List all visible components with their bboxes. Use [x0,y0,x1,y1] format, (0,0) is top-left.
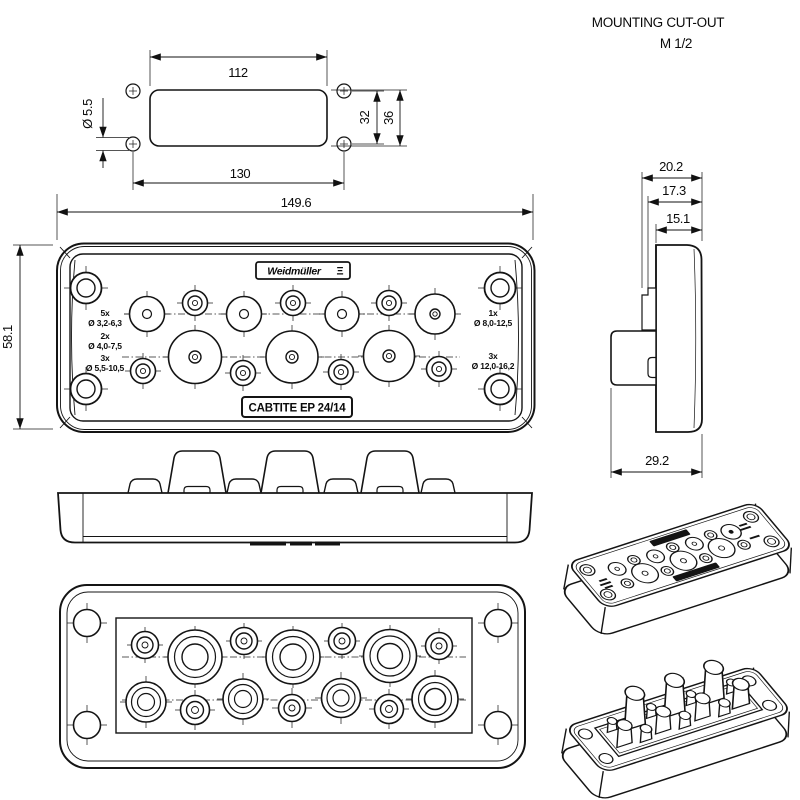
side-upper-step [641,287,656,331]
back-grommets-top [127,623,457,688]
product-name: CABTITE EP 24/14 [249,403,347,415]
title-block: MOUNTING CUT-OUT M 1/2 [592,15,725,51]
spec-count: 2x [100,331,110,341]
spec-count: 3x [100,353,110,363]
spec-range: Ø 3,2-6,3 [88,318,122,328]
page-subtitle: M 1/2 [660,36,692,51]
front-shell-inner-line [60,246,532,430]
back-mount-holes [67,603,518,745]
cutout-slot [149,89,328,147]
front-entry-holes-top [124,285,461,340]
iso-back-view [561,659,791,799]
dim-depth-outer: 20.2 [659,159,683,174]
spec-count: 1x [488,308,498,318]
brand-text: Weidmüller [267,266,322,278]
dim-slot-width: 112 [228,65,248,80]
edge-label-marks [250,541,340,546]
back-outer-shell [59,584,526,769]
dim-149-6: 149.6 [56,194,534,240]
side-plate-body [655,244,703,433]
side-flange [610,330,656,386]
front-entry-holes-bottom [125,325,457,391]
dim-17-3: 17.3 [648,183,702,206]
spec-range: Ø 8,0-12,5 [474,318,513,328]
product-label: CABTITE EP 24/14 [241,396,353,418]
front-face-plate [69,253,523,422]
brand-logo: Weidmüller Ξ [255,261,351,280]
front-view: 149.6 58.1 [0,194,536,433]
dim-depth-total: 29.2 [645,453,669,468]
spec-range: Ø 4,0-7,5 [88,341,122,351]
iso-spec-marks [598,522,761,589]
front-outer-shell [56,242,536,433]
dim-hole-diameter: Ø 5.5 [80,99,95,129]
dim-depth-inner: 15.1 [666,211,690,226]
page-title: MOUNTING CUT-OUT [592,15,724,30]
front-mount-holes [64,266,522,411]
dim-hole-pitch-h: 130 [230,166,251,181]
dim-depth-mid: 17.3 [662,183,686,198]
dim-112: 112 [149,50,328,86]
hole-specs-right: 1x Ø 8,0-12,5 3x Ø 12,0-16,2 [472,308,515,371]
dim-overall-height: 58.1 [0,325,15,349]
spec-count: 3x [488,351,498,361]
side-body [57,492,533,544]
dim-32: 32 [352,90,384,145]
dim-58-1: 58.1 [0,244,53,430]
side-elevation-view [57,450,533,546]
cutout-holes [125,83,352,152]
dim-overall-width: 149.6 [281,195,312,210]
dim-29-2: 29.2 [611,453,702,476]
dim-hole-dia: Ø 5.5 [80,98,129,168]
dim-20-2: 20.2 [642,159,702,182]
dim-hole-pitch-v: 32 [357,111,372,125]
dim-36: 36 [331,89,407,147]
dim-130: 130 [132,152,345,190]
side-notch [647,356,656,379]
spec-count: 5x [100,308,110,318]
hole-specs-left: 5x Ø 3,2-6,3 2x Ø 4,0-7,5 3x Ø 5,5-10,5 [86,308,125,373]
dim-15-1: 15.1 [656,211,702,234]
iso-front-view [563,503,793,635]
dim-slot-height: 36 [381,111,396,125]
side-profile-view: 20.2 17.3 15.1 29.2 [610,159,703,478]
iso-brand-bar [649,529,691,547]
iso-product-bar [672,562,720,582]
back-view [59,584,526,769]
iso-cones [606,659,751,749]
mounting-cutout-view: 112 130 32 36 Ø 5.5 [80,50,407,190]
grommet-bumps [127,450,456,494]
spec-range: Ø 12,0-16,2 [472,361,515,371]
back-recess [115,617,473,734]
brand-mark-icon: Ξ [336,266,343,278]
back-grommets-bottom [120,670,464,730]
spec-range: Ø 5,5-10,5 [86,363,125,373]
